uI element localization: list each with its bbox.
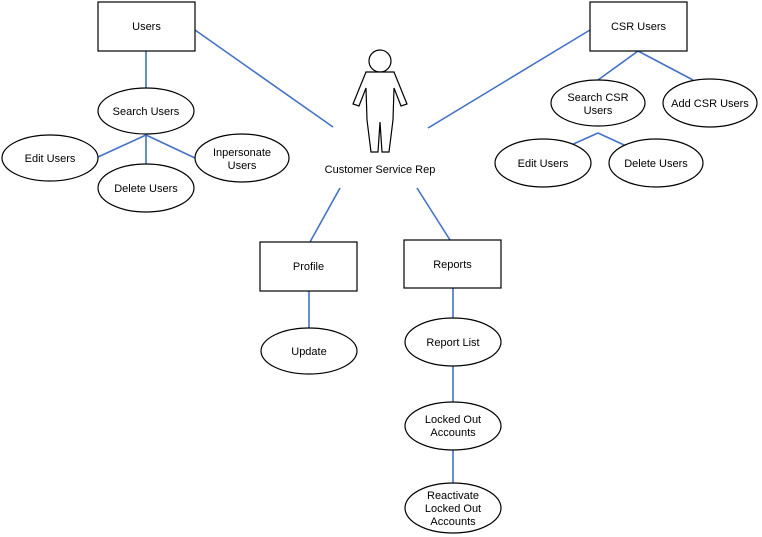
usecase-edit-users-right-label: Edit Users — [518, 158, 569, 170]
usecase-locked-out-accounts[interactable]: Locked Out Accounts — [404, 401, 502, 451]
box-profile[interactable]: Profile — [259, 241, 358, 292]
actor-customer-service-rep[interactable]: Customer Service Rep — [325, 49, 436, 176]
usecase-delete-users-right-label: Delete Users — [624, 158, 688, 170]
usecase-impersonate-users-label-1: Inpersonate — [213, 147, 271, 159]
usecase-search-csr-users[interactable]: Search CSR Users — [550, 79, 646, 127]
connectors — [97, 29, 694, 486]
box-users-label: Users — [132, 21, 161, 33]
box-reports-label: Reports — [433, 259, 472, 271]
usecase-report-list-label: Report List — [426, 337, 479, 349]
usecase-impersonate-users[interactable]: Inpersonate Users — [194, 133, 290, 183]
box-profile-label: Profile — [293, 261, 324, 273]
person-icon — [352, 49, 408, 153]
usecase-update[interactable]: Update — [260, 327, 358, 375]
usecase-delete-users-right[interactable]: Delete Users — [608, 138, 704, 188]
usecase-search-users[interactable]: Search Users — [97, 87, 195, 135]
usecase-add-csr-users-label: Add CSR Users — [671, 98, 749, 110]
usecase-locked-out-accounts-label-1: Locked Out — [425, 414, 481, 426]
usecase-report-list[interactable]: Report List — [404, 317, 502, 367]
usecase-reactivate-label-2: Locked Out — [425, 503, 481, 515]
connector-actor-profile — [309, 187, 341, 243]
usecase-delete-users-left[interactable]: Delete Users — [97, 163, 195, 213]
usecase-edit-users-left-label: Edit Users — [25, 153, 76, 165]
connector-users-actor — [194, 29, 334, 128]
usecase-edit-users-left[interactable]: Edit Users — [1, 134, 99, 182]
usecase-reactivate-locked-out-accounts[interactable]: Reactivate Locked Out Accounts — [404, 482, 502, 534]
connector-csr-add — [637, 50, 694, 81]
usecase-reactivate-label-3: Accounts — [430, 516, 476, 528]
connector-actor-reports — [416, 187, 451, 241]
usecase-impersonate-users-label-2: Users — [228, 160, 257, 172]
actor-label: Customer Service Rep — [325, 164, 436, 176]
usecase-delete-users-left-label: Delete Users — [114, 183, 178, 195]
connector-search-impersonate — [145, 134, 196, 159]
box-users[interactable]: Users — [97, 1, 196, 52]
connector-csr-search — [597, 50, 639, 81]
usecase-locked-out-accounts-label-2: Accounts — [430, 427, 476, 439]
box-reports[interactable]: Reports — [403, 239, 502, 289]
usecase-search-csr-users-label-2: Users — [584, 105, 613, 117]
usecase-search-users-label: Search Users — [113, 106, 180, 118]
connector-csr-actor — [427, 29, 591, 129]
connector-search-edit — [97, 134, 147, 158]
usecase-update-label: Update — [291, 346, 326, 358]
box-csr-users-label: CSR Users — [611, 21, 667, 33]
usecase-add-csr-users[interactable]: Add CSR Users — [662, 78, 758, 128]
usecase-reactivate-label-1: Reactivate — [427, 490, 479, 502]
usecase-search-csr-users-label-1: Search CSR — [567, 92, 628, 104]
usecase-edit-users-right[interactable]: Edit Users — [494, 138, 592, 188]
box-csr-users[interactable]: CSR Users — [589, 1, 688, 52]
